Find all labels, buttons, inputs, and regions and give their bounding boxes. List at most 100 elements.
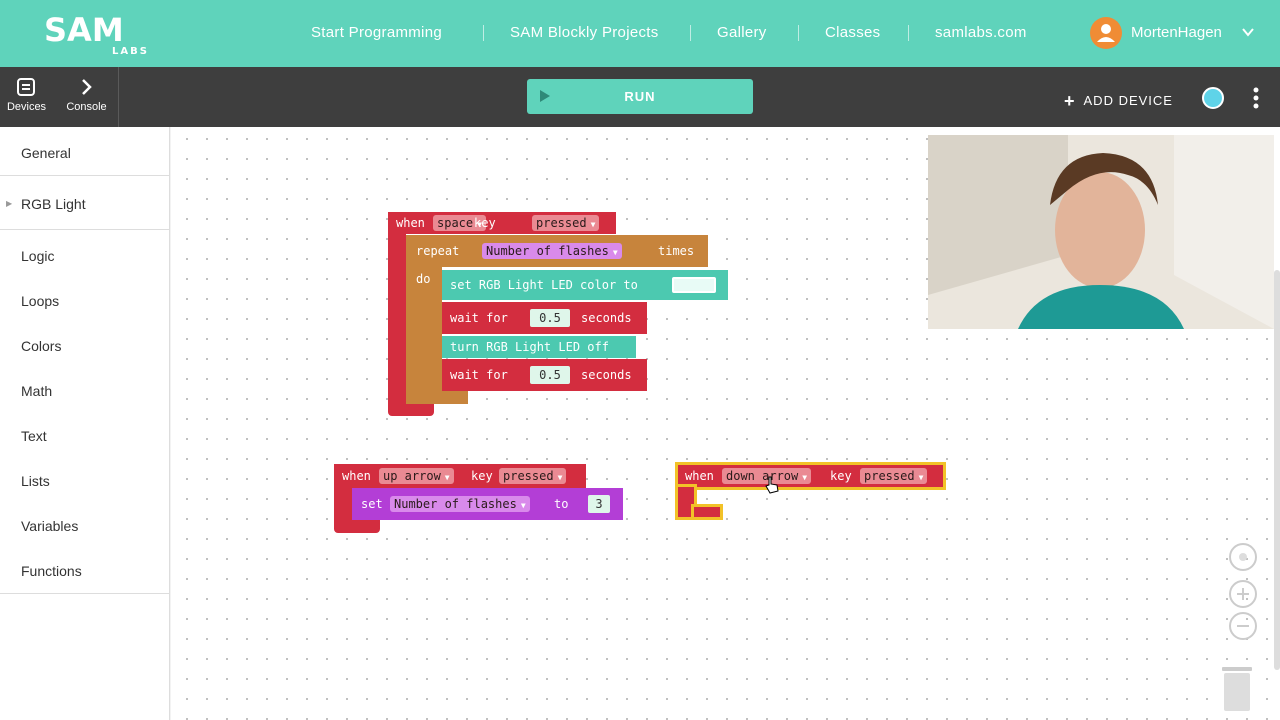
repeat-block-body: do: [406, 267, 442, 397]
chevron-down-icon[interactable]: [1241, 25, 1255, 39]
event-block-foot: [388, 400, 434, 416]
workspace-scrollbar[interactable]: [1274, 270, 1280, 670]
variable-value-input[interactable]: 3: [588, 495, 610, 513]
category-variables[interactable]: Variables: [21, 518, 79, 534]
event-block-up-arrow[interactable]: when up arrow▼ key pressed▼: [334, 464, 586, 488]
wait-value-input[interactable]: 0.5: [530, 309, 570, 327]
logo-main: SAM: [44, 11, 124, 49]
run-label: RUN: [624, 89, 656, 104]
key-dropdown[interactable]: up arrow▼: [379, 468, 454, 484]
category-divider: [0, 229, 170, 230]
user-name[interactable]: MortenHagen: [1131, 24, 1222, 41]
nav-separator: [798, 25, 799, 41]
more-vertical-icon[interactable]: [1252, 86, 1260, 110]
set-led-color-block[interactable]: set RGB Light LED color to: [442, 270, 728, 300]
presenter-video: [928, 135, 1274, 329]
expand-arrow-icon[interactable]: ▶: [6, 199, 13, 208]
plus-icon: +: [1064, 91, 1076, 111]
wait-label: wait for: [450, 311, 508, 325]
set-led-color-label: set RGB Light LED color to: [450, 278, 638, 292]
state-dropdown[interactable]: pressed▼: [532, 215, 600, 231]
seconds-label: seconds: [581, 311, 632, 325]
seconds-label: seconds: [581, 368, 632, 382]
run-button[interactable]: RUN: [527, 79, 753, 114]
console-button[interactable]: Console: [60, 67, 113, 127]
to-label: to: [554, 497, 569, 511]
repeat-label: repeat: [416, 244, 460, 258]
category-lists[interactable]: Lists: [21, 473, 50, 489]
toolbar-divider: [118, 67, 119, 127]
event-block-body: [675, 484, 697, 520]
event-block-foot: [334, 518, 380, 533]
sam-labs-logo[interactable]: SAM LABS: [44, 11, 147, 57]
add-device-label: ADD DEVICE: [1083, 93, 1173, 108]
nav-link-samlabs[interactable]: samlabs.com: [935, 24, 1027, 41]
category-text[interactable]: Text: [21, 428, 47, 444]
nav-separator: [483, 25, 484, 41]
devices-button[interactable]: Devices: [0, 67, 53, 127]
event-block-body: [334, 488, 352, 522]
event-block-down-arrow[interactable]: when down arrow▼ key pressed▼: [675, 462, 946, 490]
repeat-block[interactable]: repeat Number of flashes▼ times: [406, 235, 708, 267]
when-label: when: [342, 469, 371, 483]
wait-block[interactable]: wait for 0.5 seconds: [442, 302, 647, 334]
nav-separator: [690, 25, 691, 41]
category-logic[interactable]: Logic: [21, 248, 55, 264]
category-math[interactable]: Math: [21, 383, 53, 399]
do-label: do: [416, 272, 431, 286]
category-divider: [0, 593, 170, 594]
wait-block[interactable]: wait for 0.5 seconds: [442, 359, 647, 391]
event-block-space[interactable]: when space▼ key pressed▼: [388, 212, 616, 234]
key-label: key: [471, 469, 493, 483]
category-colors[interactable]: Colors: [21, 338, 62, 354]
variable-dropdown[interactable]: Number of flashes▼: [390, 496, 530, 512]
category-divider: [0, 175, 170, 176]
nav-separator: [908, 25, 909, 41]
set-label: set: [361, 497, 383, 511]
repeat-block-foot: [406, 390, 468, 404]
turn-led-off-label: turn RGB Light LED off: [450, 340, 609, 354]
trash-icon[interactable]: [1219, 665, 1255, 713]
zoom-out-icon[interactable]: [1229, 612, 1257, 640]
when-label: when: [396, 216, 425, 230]
wait-value-input[interactable]: 0.5: [530, 366, 570, 384]
state-dropdown[interactable]: pressed▼: [499, 468, 567, 484]
zoom-in-icon[interactable]: [1229, 580, 1257, 608]
set-variable-block[interactable]: set Number of flashes▼ to 3: [352, 488, 623, 520]
user-icon: [1097, 24, 1115, 42]
category-loops[interactable]: Loops: [21, 293, 60, 309]
key-dropdown[interactable]: down arrow▼: [722, 468, 812, 484]
top-nav: SAM LABS Start Programming SAM Blockly P…: [0, 0, 1280, 67]
event-block-body: [388, 234, 406, 406]
user-avatar[interactable]: [1090, 17, 1122, 49]
recenter-icon[interactable]: [1229, 543, 1257, 571]
nav-link-blockly-projects[interactable]: SAM Blockly Projects: [510, 24, 659, 41]
nav-link-classes[interactable]: Classes: [825, 24, 881, 41]
key-dropdown[interactable]: space▼: [433, 215, 486, 231]
toolbar: Devices Console RUN + ADD DEVICE: [0, 67, 1280, 127]
when-label: when: [685, 469, 714, 483]
add-device-button[interactable]: + ADD DEVICE: [1064, 89, 1173, 111]
category-general[interactable]: General: [21, 145, 71, 161]
nav-link-gallery[interactable]: Gallery: [717, 24, 767, 41]
category-functions[interactable]: Functions: [21, 563, 82, 579]
logo-sub: LABS: [112, 46, 149, 57]
times-label: times: [658, 244, 695, 258]
webcam-video-overlay: [928, 135, 1274, 329]
color-picker[interactable]: [672, 277, 716, 293]
wait-label: wait for: [450, 368, 508, 382]
key-label: key: [830, 469, 852, 483]
variable-dropdown[interactable]: Number of flashes▼: [482, 243, 622, 259]
key-label: key: [474, 216, 496, 230]
nav-link-start-programming[interactable]: Start Programming: [311, 24, 442, 41]
chevron-right-icon: [82, 79, 92, 95]
state-dropdown[interactable]: pressed▼: [860, 468, 928, 484]
event-block-foot: [691, 504, 723, 520]
play-icon: [540, 90, 550, 102]
connection-status-indicator[interactable]: [1202, 87, 1224, 109]
devices-label: Devices: [6, 101, 47, 113]
category-rgb-light[interactable]: RGB Light: [21, 196, 86, 212]
block-category-sidebar: General RGB Light ▶ Logic Loops Colors M…: [0, 127, 170, 720]
turn-led-off-block[interactable]: turn RGB Light LED off: [442, 336, 636, 358]
devices-icon: [17, 78, 35, 96]
